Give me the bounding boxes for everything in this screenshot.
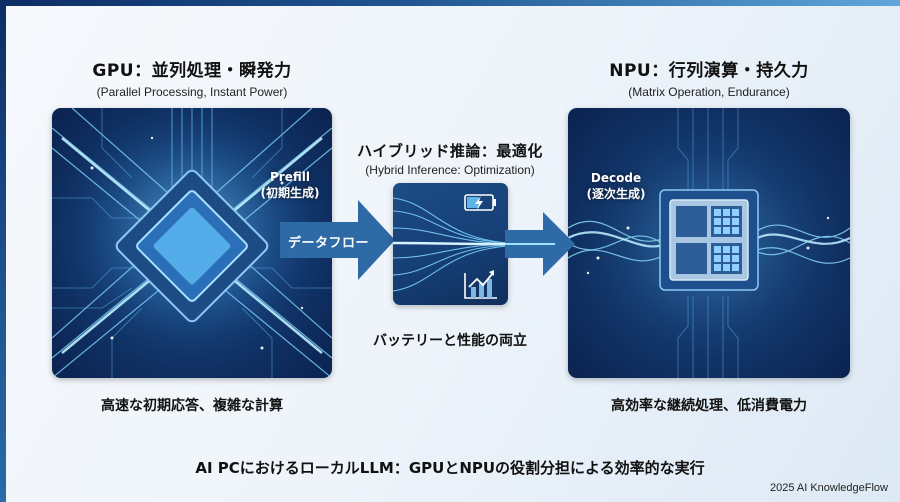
decode-label-jp: (逐次生成) — [586, 186, 646, 201]
npu-title: NPU：行列演算・持久力 — [609, 61, 809, 81]
npu-heading: NPU：行列演算・持久力 (Matrix Operation, Enduranc… — [568, 56, 850, 99]
hybrid-heading: ハイブリッド推論：最適化 (Hybrid Inference: Optimiza… — [335, 140, 565, 177]
npu-chip-icon — [568, 108, 850, 378]
converging-flow-icon — [393, 194, 508, 299]
footer-title: AI PCにおけるローカルLLM：GPUとNPUの役割分担による効率的な実行 — [195, 459, 705, 477]
prefill-label-en: Prefill — [270, 170, 310, 184]
npu-illustration-panel: Decode (逐次生成) — [568, 108, 850, 378]
npu-caption: 高効率な継続処理、低消費電力 — [611, 398, 807, 414]
battery-charging-icon — [464, 194, 496, 211]
decode-label: Decode (逐次生成) — [576, 171, 656, 202]
hybrid-title: ハイブリッド推論：最適化 — [357, 142, 543, 160]
data-flow-arrow-left — [280, 200, 395, 280]
top-accent-bar — [0, 0, 900, 6]
gpu-title: GPU：並列処理・瞬発力 — [92, 61, 292, 81]
credit-text: 2025 AI KnowledgeFlow — [769, 482, 888, 494]
prefill-label-jp: (初期生成) — [260, 185, 320, 200]
decode-label-en: Decode — [590, 171, 642, 185]
npu-subtitle: (Matrix Operation, Endurance) — [628, 85, 790, 99]
hybrid-subtitle: (Hybrid Inference: Optimization) — [365, 163, 535, 177]
prefill-label: Prefill (初期生成) — [250, 170, 330, 201]
gpu-subtitle: (Parallel Processing, Instant Power) — [96, 85, 288, 99]
growth-chart-icon — [464, 270, 497, 299]
hybrid-inference-box — [393, 183, 508, 305]
gpu-caption: 高速な初期応答、複雑な計算 — [101, 398, 283, 414]
hybrid-caption: バッテリーと性能の両立 — [373, 333, 527, 349]
gpu-heading: GPU：並列処理・瞬発力 (Parallel Processing, Insta… — [52, 56, 332, 99]
left-accent-bar — [0, 0, 6, 502]
data-flow-arrow-right — [505, 212, 575, 276]
data-flow-label: データフロー — [288, 236, 370, 251]
